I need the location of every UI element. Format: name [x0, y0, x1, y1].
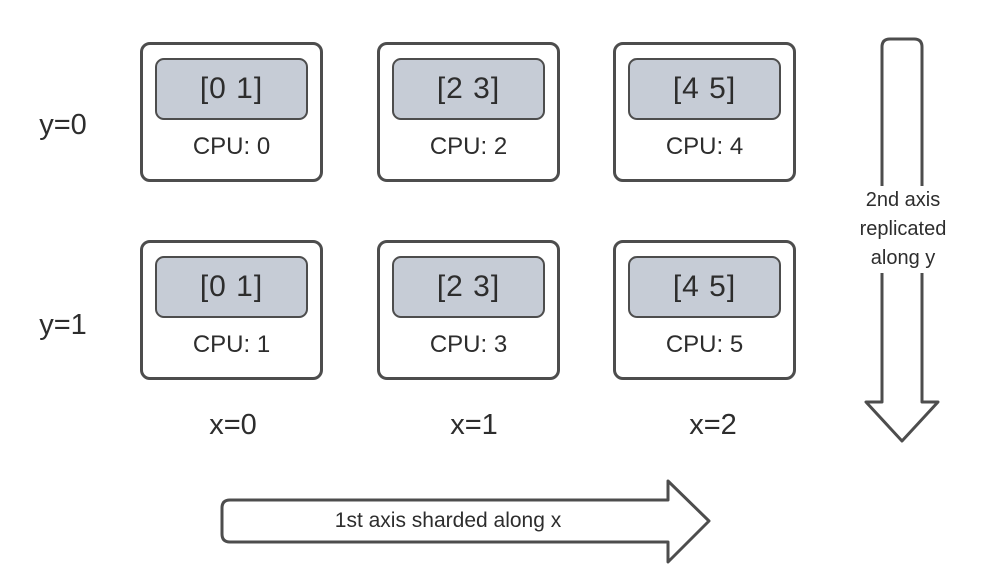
col-label-x0: x=0: [209, 409, 257, 441]
cpu-label: CPU: 5: [665, 331, 744, 358]
cpu-label: CPU: 2: [429, 133, 508, 160]
shard-data-box: [4 5]: [628, 256, 781, 318]
cpu-label: CPU: 4: [665, 133, 744, 160]
y-axis-annotation-line: replicated: [859, 218, 947, 240]
row-label-y1: y=1: [39, 309, 87, 341]
cpu-label: CPU: 1: [192, 331, 271, 358]
y-axis-annotation-line: along y: [870, 247, 936, 269]
shard-data-box: [4 5]: [628, 58, 781, 120]
cpu-label: CPU: 0: [192, 133, 271, 160]
y-axis-annotation-line: 2nd axis: [865, 189, 941, 211]
device-box: [4 5] CPU: 5: [613, 240, 796, 380]
right-arrow-icon: [220, 479, 711, 564]
x-axis-annotation: 1st axis sharded along x: [334, 509, 562, 532]
col-label-x1: x=1: [450, 409, 498, 441]
shard-values: [2 3]: [436, 270, 501, 303]
shard-values: [0 1]: [199, 270, 264, 303]
y-axis-annotation: 2nd axis replicated along y: [843, 186, 963, 273]
shard-values: [0 1]: [199, 72, 264, 105]
device-box: [2 3] CPU: 2: [377, 42, 560, 182]
device-box: [0 1] CPU: 0: [140, 42, 323, 182]
device-box: [4 5] CPU: 4: [613, 42, 796, 182]
shard-data-box: [0 1]: [155, 58, 308, 120]
shard-data-box: [0 1]: [155, 256, 308, 318]
device-box: [0 1] CPU: 1: [140, 240, 323, 380]
device-box: [2 3] CPU: 3: [377, 240, 560, 380]
shard-values: [4 5]: [672, 72, 737, 105]
row-label-y0: y=0: [39, 109, 87, 141]
col-label-x2: x=2: [689, 409, 737, 441]
shard-data-box: [2 3]: [392, 256, 545, 318]
shard-data-box: [2 3]: [392, 58, 545, 120]
shard-values: [4 5]: [672, 270, 737, 303]
cpu-label: CPU: 3: [429, 331, 508, 358]
shard-values: [2 3]: [436, 72, 501, 105]
